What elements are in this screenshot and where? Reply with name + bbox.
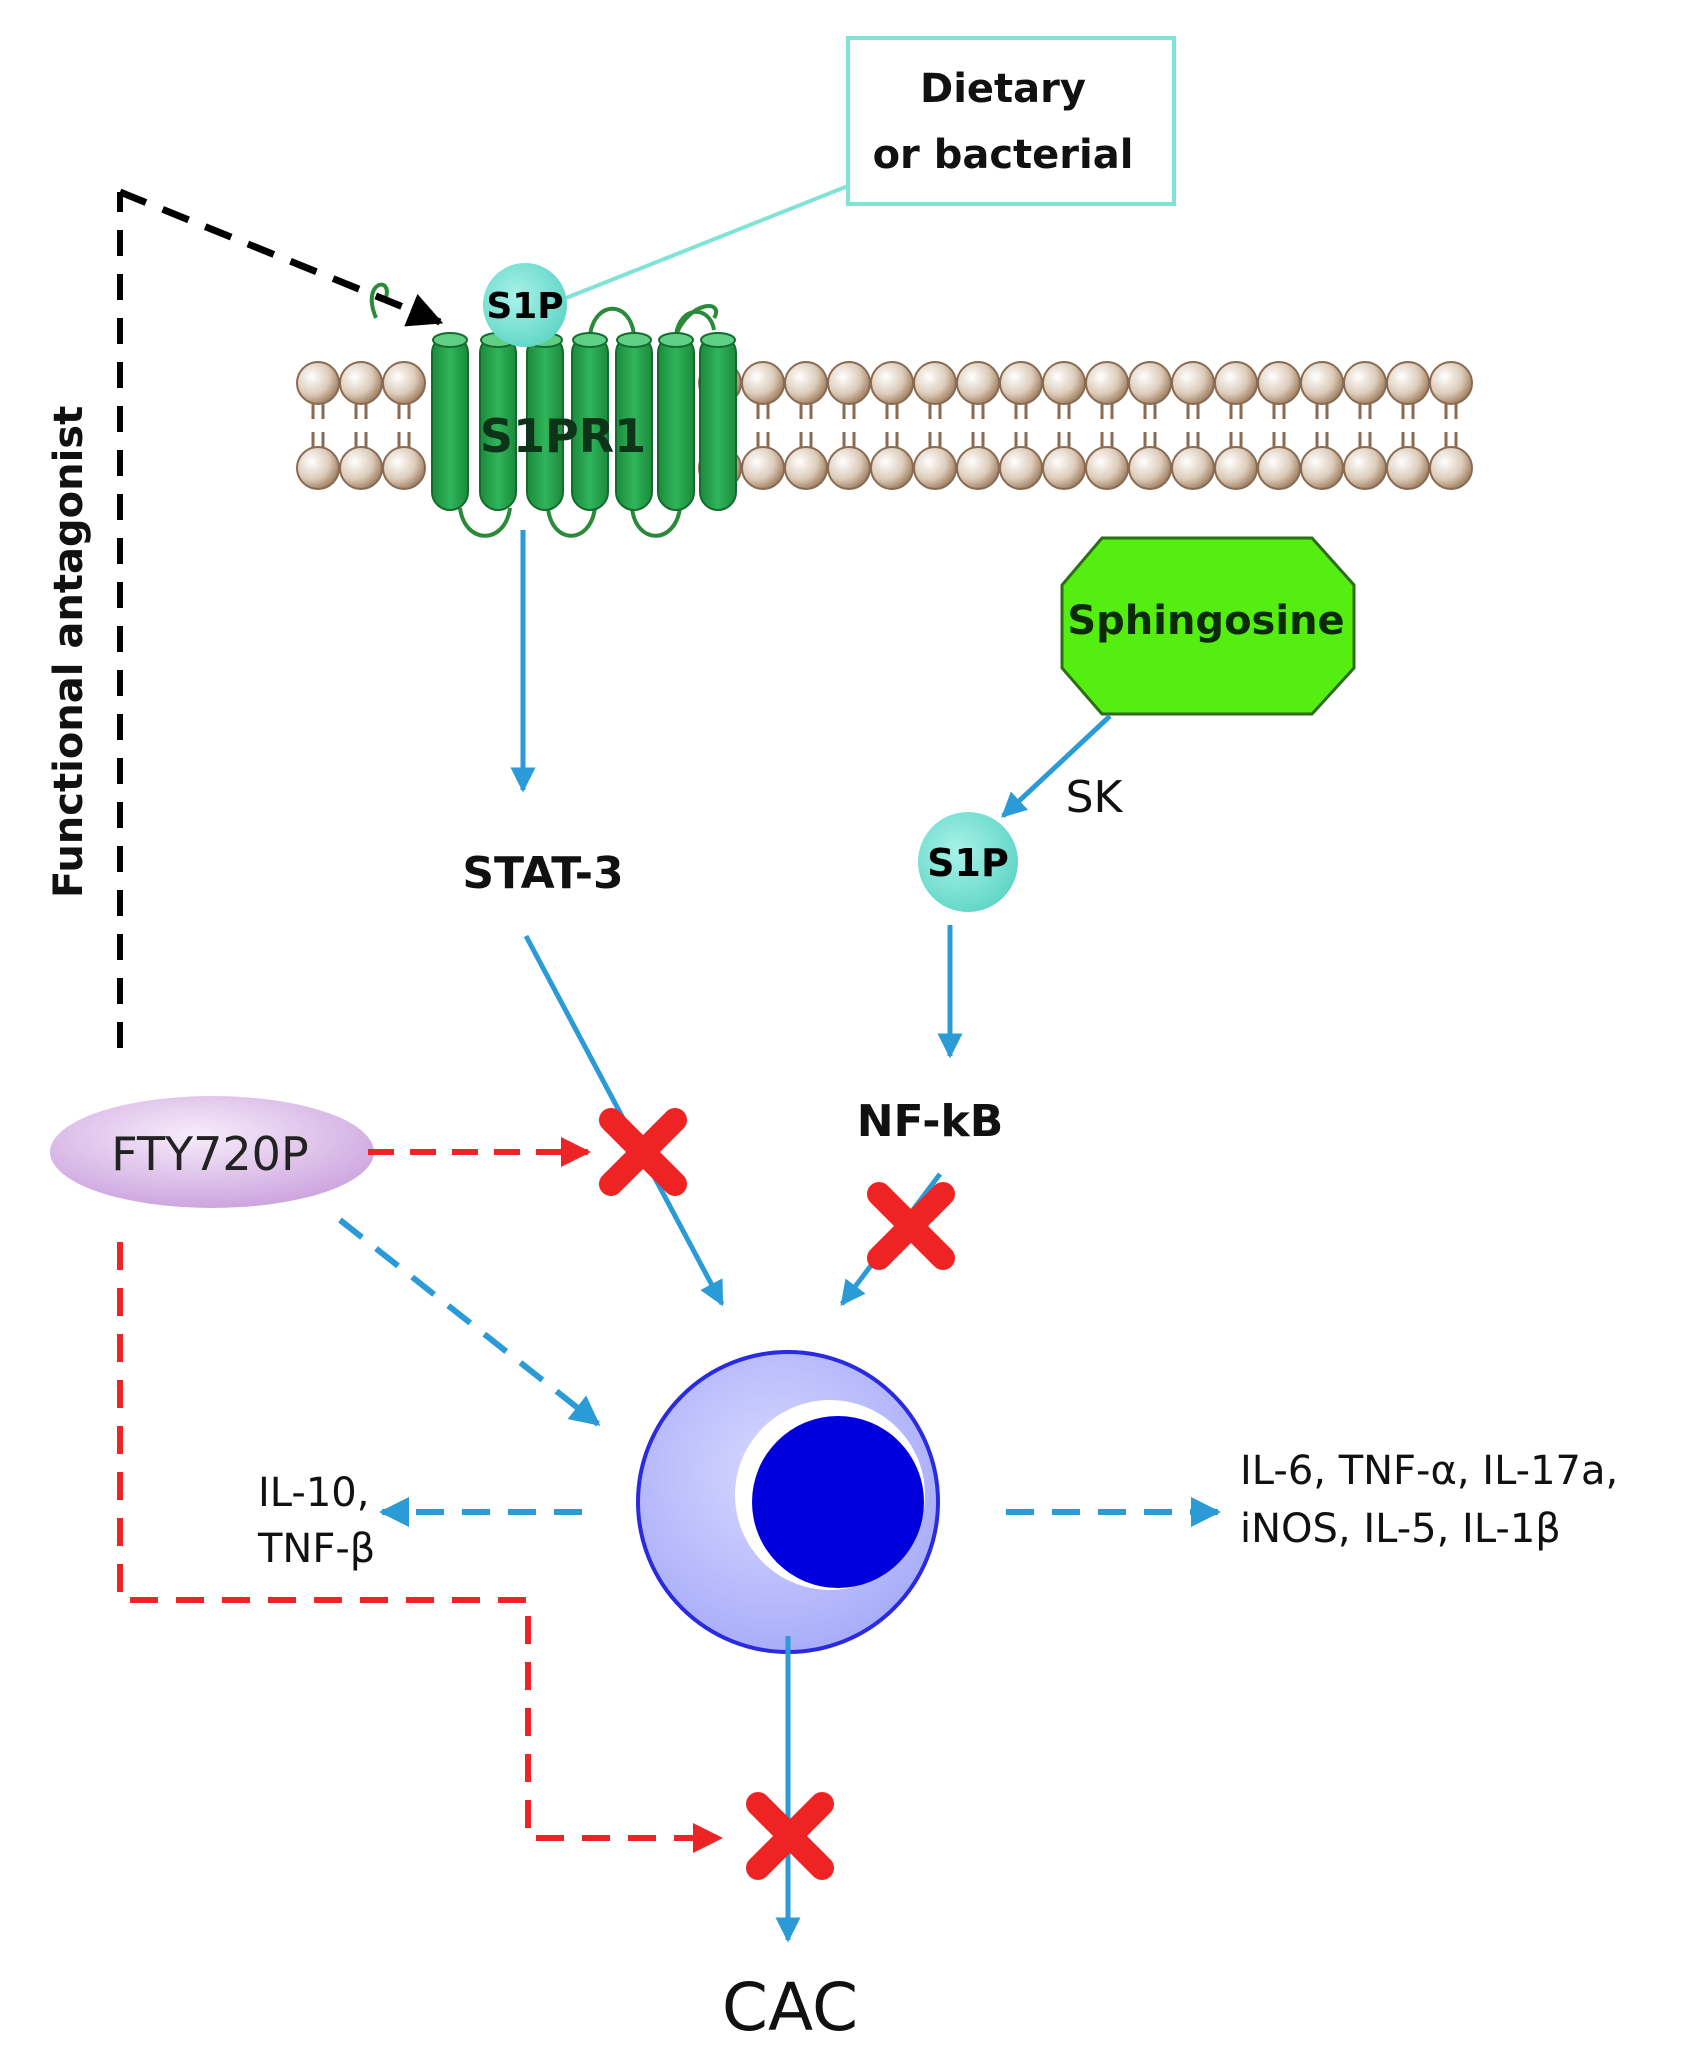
receptor-extracellular-loops xyxy=(588,304,718,336)
receptor-helix-cap xyxy=(572,332,608,348)
s1p-ligand-mid-label: S1P xyxy=(927,841,1009,885)
receptor-helix-cap xyxy=(700,332,736,348)
receptor-helix-cap xyxy=(432,332,468,348)
s1p-ligand-mid xyxy=(918,812,1018,912)
lipid-head xyxy=(827,446,871,490)
cac-label: CAC xyxy=(722,1969,858,2046)
lipid-head xyxy=(1042,361,1086,405)
lipid-head xyxy=(296,446,340,490)
lipid-head xyxy=(1042,446,1086,490)
lipid-head xyxy=(1085,446,1129,490)
fty720p-block-cac-path xyxy=(117,1242,723,1853)
lipid-head xyxy=(1343,446,1387,490)
lipid-head xyxy=(827,361,871,405)
lipid-head xyxy=(1171,361,1215,405)
lipid-head xyxy=(956,361,1000,405)
lipid-head xyxy=(999,361,1043,405)
lipid-head xyxy=(339,446,383,490)
s1p-ligand-top-label: S1P xyxy=(486,286,563,327)
lipid-head xyxy=(1085,361,1129,405)
functional-antagonist-arrow xyxy=(118,188,444,327)
sphingosine-to-s1p-arrow xyxy=(1001,714,1112,818)
functional-antagonist-label: Functional antagonist xyxy=(46,406,92,898)
il10-label-line1: IL-10, xyxy=(258,1470,369,1516)
lipid-head xyxy=(1257,446,1301,490)
inhibition-x-cac xyxy=(746,1792,834,1880)
lipid-head xyxy=(1343,361,1387,405)
lipid-head xyxy=(1300,361,1344,405)
dietary-label-line2: or bacterial xyxy=(873,132,1134,178)
cell-nucleus xyxy=(752,1416,924,1588)
receptor-helix xyxy=(657,334,695,511)
stat3-label: STAT-3 xyxy=(462,848,623,899)
dietary-label-line1: Dietary xyxy=(920,66,1086,112)
il10-label-line2: TNF-β xyxy=(257,1526,375,1572)
lipid-head xyxy=(784,361,828,405)
dietary-connector-line xyxy=(565,184,849,300)
s1pr1-receptor xyxy=(369,282,737,538)
lipid-head xyxy=(1257,361,1301,405)
sphingosine-label: Sphingosine xyxy=(1067,598,1344,644)
lipid-head xyxy=(1171,446,1215,490)
inhibition-x-stat3 xyxy=(599,1108,687,1196)
lipid-head xyxy=(999,446,1043,490)
lipid-head xyxy=(1300,446,1344,490)
sk-label: SK xyxy=(1066,772,1124,823)
receptor-helix xyxy=(699,334,737,511)
lipid-head xyxy=(1429,446,1473,490)
receptor-helix-cap xyxy=(616,332,652,348)
lipid-head xyxy=(913,361,957,405)
inhibition-x-nfkb xyxy=(867,1182,955,1270)
lipid-head xyxy=(1214,361,1258,405)
dietary-source-box xyxy=(846,36,1176,206)
lipid-head xyxy=(339,361,383,405)
lipid-head xyxy=(913,446,957,490)
receptor-helix xyxy=(431,334,469,511)
cytokines-label-line1: IL-6, TNF-α, IL-17a, xyxy=(1240,1448,1618,1494)
receptor-helix-cap xyxy=(658,332,694,348)
lipid-head xyxy=(1128,446,1172,490)
receptor-n-terminus xyxy=(369,282,389,319)
lipid-head xyxy=(1386,361,1430,405)
lipid-head xyxy=(870,361,914,405)
lipid-head xyxy=(741,446,785,490)
sphingosine-octagon xyxy=(1060,536,1356,716)
lipid-head xyxy=(382,361,426,405)
lipid-head xyxy=(1429,361,1473,405)
s1p-ligand-top xyxy=(483,263,567,347)
s1pr1-label: S1PR1 xyxy=(480,409,646,463)
lipid-head xyxy=(1386,446,1430,490)
cytokines-label-line2: iNOS, IL-5, IL-1β xyxy=(1240,1506,1561,1552)
lipid-bilayer-membrane xyxy=(296,361,1473,490)
nfkb-label: NF-kB xyxy=(857,1096,1004,1147)
lipid-head xyxy=(1128,361,1172,405)
lipid-head xyxy=(784,446,828,490)
lipid-head xyxy=(382,446,426,490)
fty720p-drug-ellipse xyxy=(50,1096,374,1208)
lipid-head xyxy=(870,446,914,490)
fty720p-to-cell-arrow xyxy=(338,1217,601,1427)
fty720p-label: FTY720P xyxy=(111,1127,308,1181)
receptor-intracellular-loops xyxy=(458,507,682,538)
lipid-head xyxy=(296,361,340,405)
lipid-head xyxy=(741,361,785,405)
lipid-head xyxy=(956,446,1000,490)
lipid-head xyxy=(1214,446,1258,490)
